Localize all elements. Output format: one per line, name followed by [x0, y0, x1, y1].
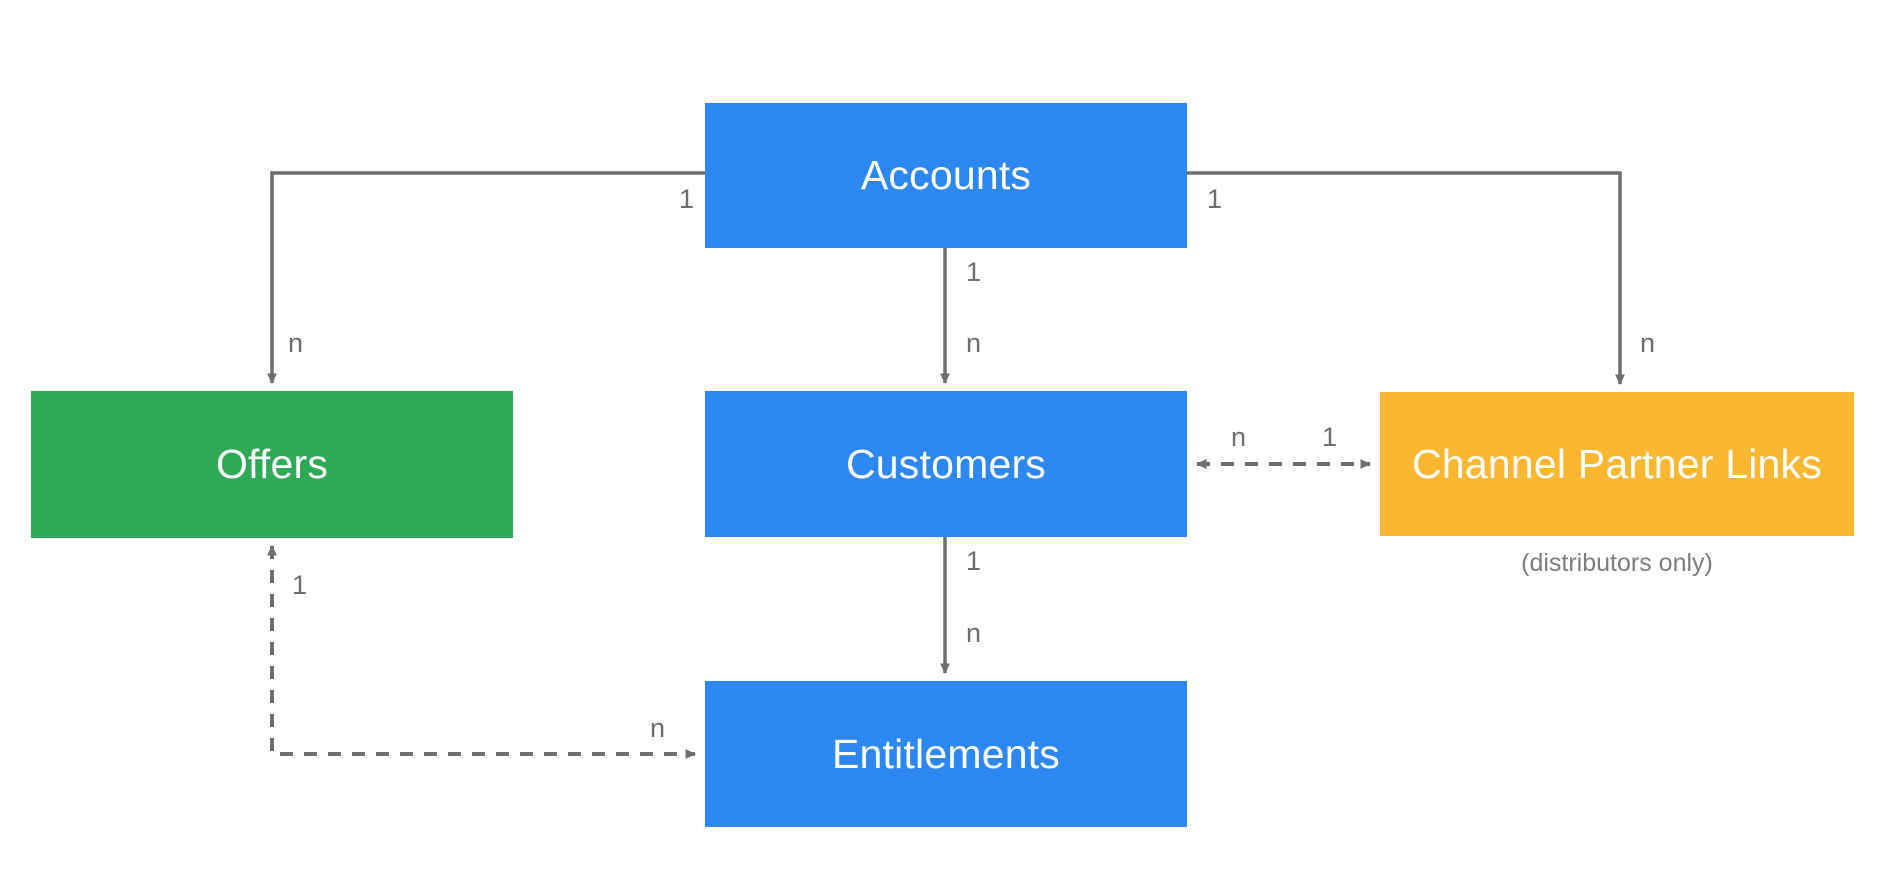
edge-label-accounts-customers-one: 1 [966, 257, 982, 287]
node-accounts-label: Accounts [860, 152, 1032, 198]
edge-label-customers-channel-partner-links-many: n [1231, 422, 1247, 452]
node-channel-partner-links-caption: (distributors only) [1521, 549, 1713, 577]
node-customers-label: Customers [845, 440, 1046, 487]
edge-label-accounts-customers-many: n [966, 328, 982, 358]
edge-label-customers-entitlements-many: n [966, 618, 982, 648]
edge-label-customers-channel-partner-links-one: 1 [1322, 422, 1338, 452]
edge-label-accounts-offers-one: 1 [679, 184, 695, 214]
node-channel-partner-links[interactable]: Channel Partner Links [1380, 392, 1854, 536]
edge-label-accounts-channel-partner-links-many: n [1640, 328, 1656, 358]
node-offers-label: Offers [215, 441, 329, 487]
edge-label-accounts-offers-many: n [288, 328, 304, 358]
edge-accounts-offers [267, 171, 705, 384]
edge-accounts-channel-partner-links [1187, 171, 1625, 385]
node-entitlements-label: Entitlements [831, 730, 1060, 777]
node-accounts[interactable]: Accounts [705, 103, 1187, 248]
node-channel-partner-links-label: Channel Partner Links [1412, 440, 1822, 487]
node-customers[interactable]: Customers [705, 391, 1187, 537]
edge-label-customers-entitlements-one: 1 [966, 546, 982, 576]
edge-label-accounts-channel-partner-links-one: 1 [1207, 184, 1223, 214]
edge-label-offers-entitlements-many: n [650, 713, 666, 743]
node-offers[interactable]: Offers [31, 391, 513, 538]
edge-label-offers-entitlements-one: 1 [292, 570, 308, 600]
edge-offers-entitlements [267, 545, 696, 759]
node-entitlements[interactable]: Entitlements [705, 681, 1187, 827]
